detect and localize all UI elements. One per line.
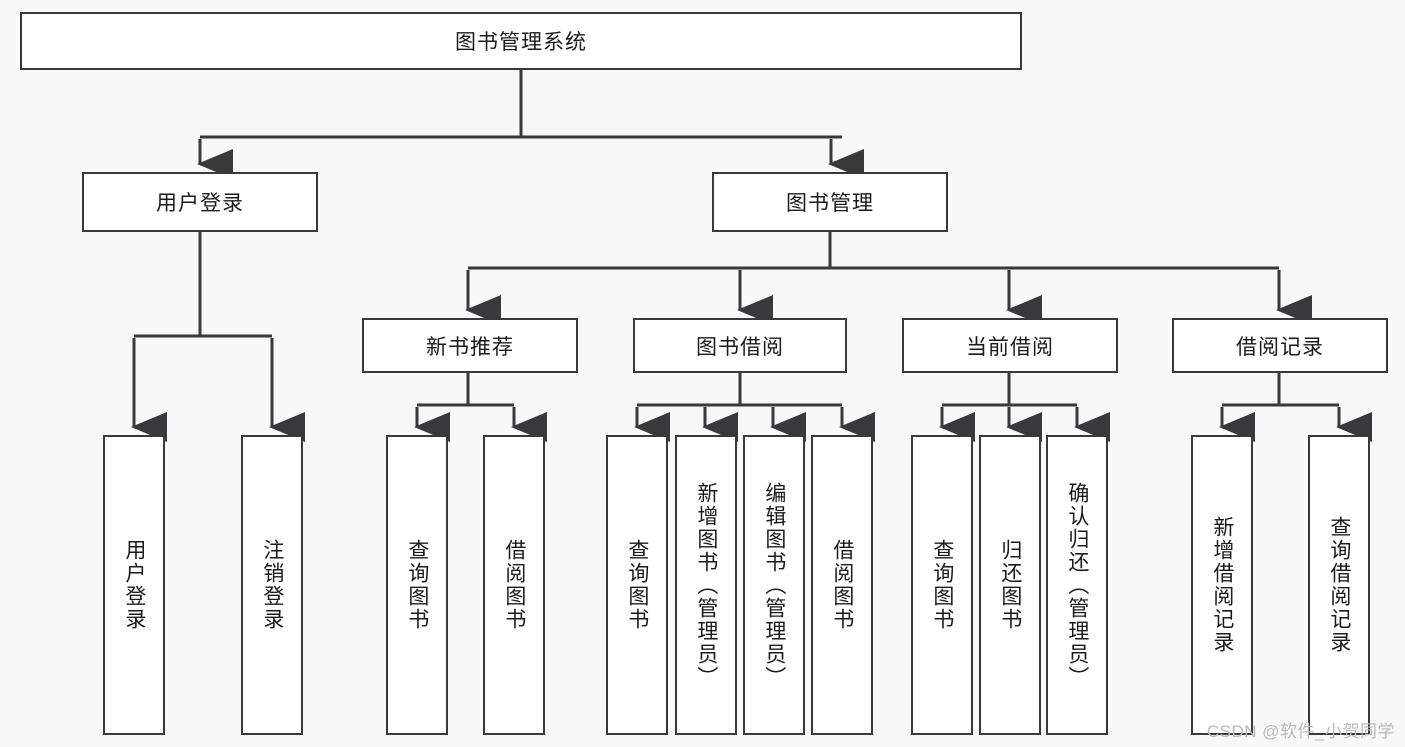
leaf-label: 确认归还（管理员） — [1065, 481, 1089, 689]
leaf-label: 归还图书 — [998, 539, 1022, 631]
leaf-label: 查询图书 — [405, 539, 429, 631]
leaf-current-borrow-query[interactable]: 查询图书 — [911, 435, 973, 735]
leaf-label: 查询借阅记录 — [1327, 516, 1351, 654]
leaf-new-book-borrow[interactable]: 借阅图书 — [483, 435, 545, 735]
node-root[interactable]: 图书管理系统 — [20, 12, 1022, 70]
node-borrow-record-label: 借阅记录 — [1236, 335, 1324, 359]
leaf-book-borrow-query[interactable]: 查询图书 — [606, 435, 668, 735]
node-borrow-record[interactable]: 借阅记录 — [1172, 318, 1388, 373]
leaf-borrow-record-query[interactable]: 查询借阅记录 — [1308, 435, 1370, 735]
node-user-login-label: 用户登录 — [156, 192, 244, 215]
leaf-book-borrow-edit[interactable]: 编辑图书（管理员） — [743, 435, 805, 735]
leaf-label: 借阅图书 — [830, 539, 854, 631]
leaf-label: 注销登录 — [260, 539, 284, 631]
leaf-user-login-login[interactable]: 用户登录 — [103, 435, 165, 735]
leaf-label: 编辑图书（管理员） — [762, 481, 786, 689]
leaf-book-borrow-add[interactable]: 新增图书（管理员） — [675, 435, 737, 735]
node-book-management[interactable]: 图书管理 — [712, 172, 948, 232]
node-book-management-label: 图书管理 — [786, 192, 874, 215]
leaf-label: 新增图书（管理员） — [694, 481, 718, 689]
node-current-borrow-label: 当前借阅 — [966, 335, 1054, 359]
leaf-label: 新增借阅记录 — [1210, 516, 1234, 654]
node-book-borrow-label: 图书借阅 — [696, 335, 784, 359]
leaf-book-borrow-borrow[interactable]: 借阅图书 — [811, 435, 873, 735]
leaf-current-borrow-confirm-return[interactable]: 确认归还（管理员） — [1046, 435, 1108, 735]
leaf-user-login-logout[interactable]: 注销登录 — [241, 435, 303, 735]
csdn-watermark: CSDN @软件_小贺同学 — [1206, 722, 1395, 741]
node-new-book-recommend[interactable]: 新书推荐 — [362, 318, 578, 373]
node-current-borrow[interactable]: 当前借阅 — [902, 318, 1118, 373]
node-new-book-recommend-label: 新书推荐 — [426, 335, 514, 359]
node-root-label: 图书管理系统 — [455, 31, 587, 54]
leaf-label: 用户登录 — [122, 539, 146, 631]
leaf-new-book-query[interactable]: 查询图书 — [386, 435, 448, 735]
leaf-current-borrow-return[interactable]: 归还图书 — [979, 435, 1041, 735]
node-book-borrow[interactable]: 图书借阅 — [633, 318, 847, 373]
leaf-label: 查询图书 — [930, 539, 954, 631]
leaf-borrow-record-add[interactable]: 新增借阅记录 — [1191, 435, 1253, 735]
leaf-label: 借阅图书 — [502, 539, 526, 631]
leaf-label: 查询图书 — [625, 539, 649, 631]
node-user-login[interactable]: 用户登录 — [82, 172, 318, 232]
